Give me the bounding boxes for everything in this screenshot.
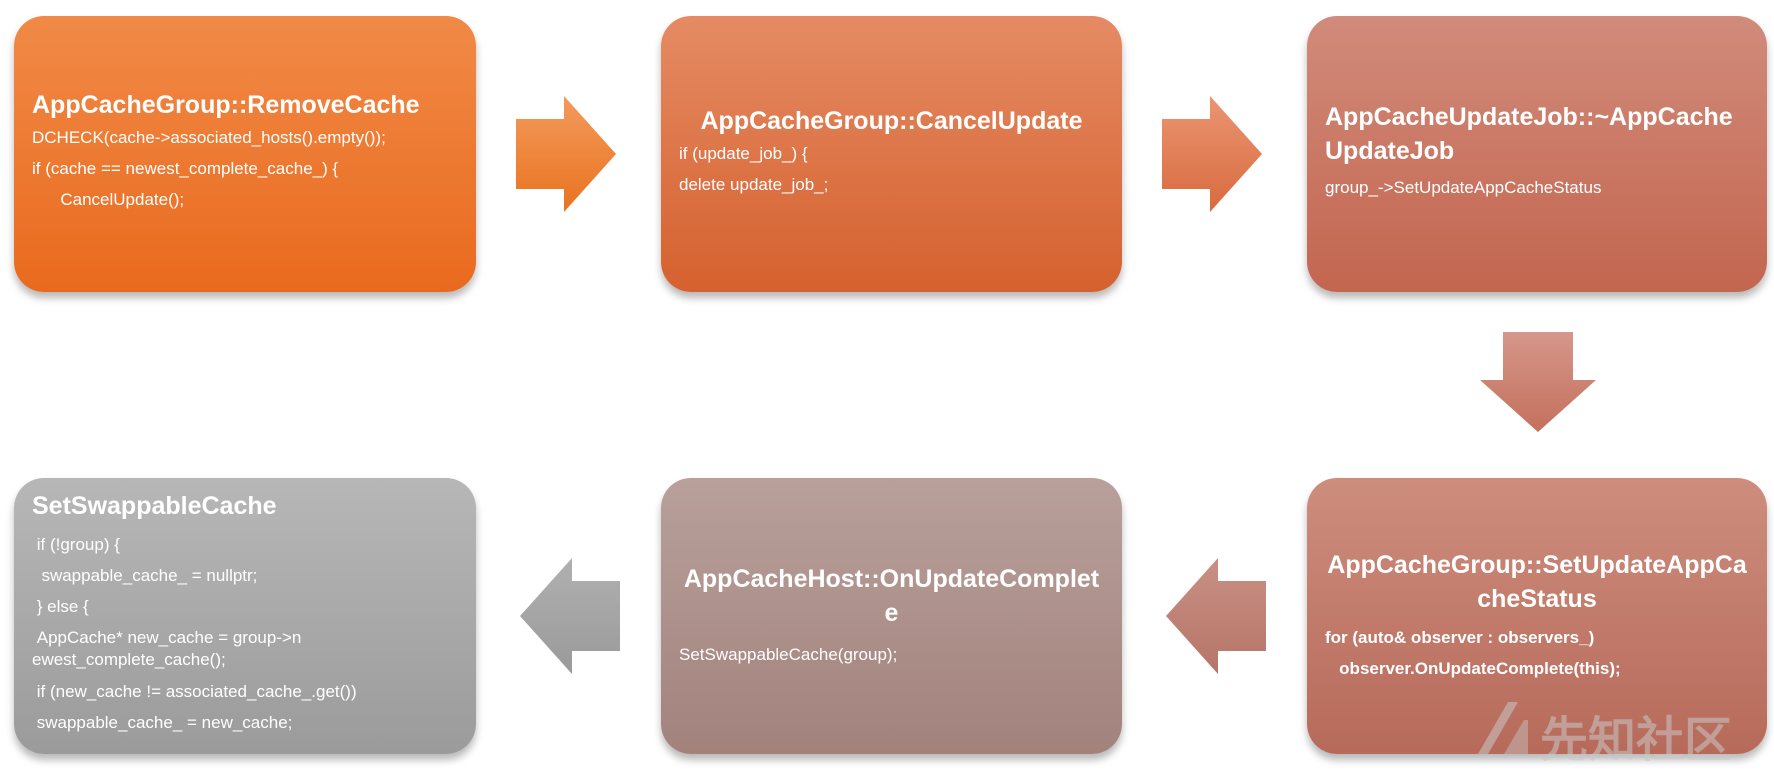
code-line: if (new_cache != associated_cache_.get()… <box>32 682 357 701</box>
arrow-right-2 <box>1162 96 1262 212</box>
code-line: SetSwappableCache(group); <box>679 645 898 664</box>
code-line: if (cache == newest_complete_cache_) { <box>32 159 339 178</box>
node-remove-cache: AppCacheGroup::RemoveCache DCHECK(cache-… <box>14 16 476 292</box>
node-title: AppCacheGroup::CancelUpdate <box>700 107 1083 135</box>
code-line: if (!group) { <box>32 535 120 554</box>
node-title: AppCacheGroup::RemoveCache <box>32 91 420 119</box>
code-line: } else { <box>32 597 89 616</box>
node-on-update-complete: AppCacheHost::OnUpdateComplete SetSwappa… <box>661 478 1122 754</box>
node-title: SetSwappableCache <box>32 492 277 520</box>
node-update-job-destructor: AppCacheUpdateJob::~AppCacheUpdateJob gr… <box>1307 16 1767 292</box>
code-line: if (update_job_) { <box>679 144 808 163</box>
watermark-text: 先知社区 <box>1540 712 1733 768</box>
code-line: swappable_cache_ = new_cache; <box>32 713 293 732</box>
code-line: AppCache* new_cache = group->newest_comp… <box>32 628 302 669</box>
code-line: swappable_cache_ = nullptr; <box>32 566 258 585</box>
code-line: CancelUpdate(); <box>32 190 185 209</box>
node-set-update-appcache-status: AppCacheGroup::SetUpdateAppCacheStatus f… <box>1307 478 1767 754</box>
arrow-left-1 <box>1166 558 1266 674</box>
watermark-logo-icon <box>1474 698 1532 756</box>
code-line: DCHECK(cache->associated_hosts().empty()… <box>32 128 386 147</box>
node-cancel-update: AppCacheGroup::CancelUpdate if (update_j… <box>661 16 1122 292</box>
arrow-down <box>1480 332 1596 432</box>
code-line: for (auto& observer : observers_) <box>1325 628 1595 647</box>
code-line: observer.OnUpdateComplete(this); <box>1325 659 1621 678</box>
node-title: AppCacheUpdateJob::~AppCacheUpdateJob <box>1325 103 1733 165</box>
code-line: delete update_job_; <box>679 175 829 194</box>
code-line: group_->SetUpdateAppCacheStatus <box>1325 178 1602 197</box>
node-set-swappable-cache: SetSwappableCache if (!group) { swappabl… <box>14 478 476 754</box>
node-title: AppCacheHost::OnUpdateComplete <box>683 565 1100 627</box>
node-title: AppCacheGroup::SetUpdateAppCacheStatus <box>1327 551 1747 613</box>
arrow-left-2 <box>520 558 620 674</box>
arrow-right-1 <box>516 96 616 212</box>
